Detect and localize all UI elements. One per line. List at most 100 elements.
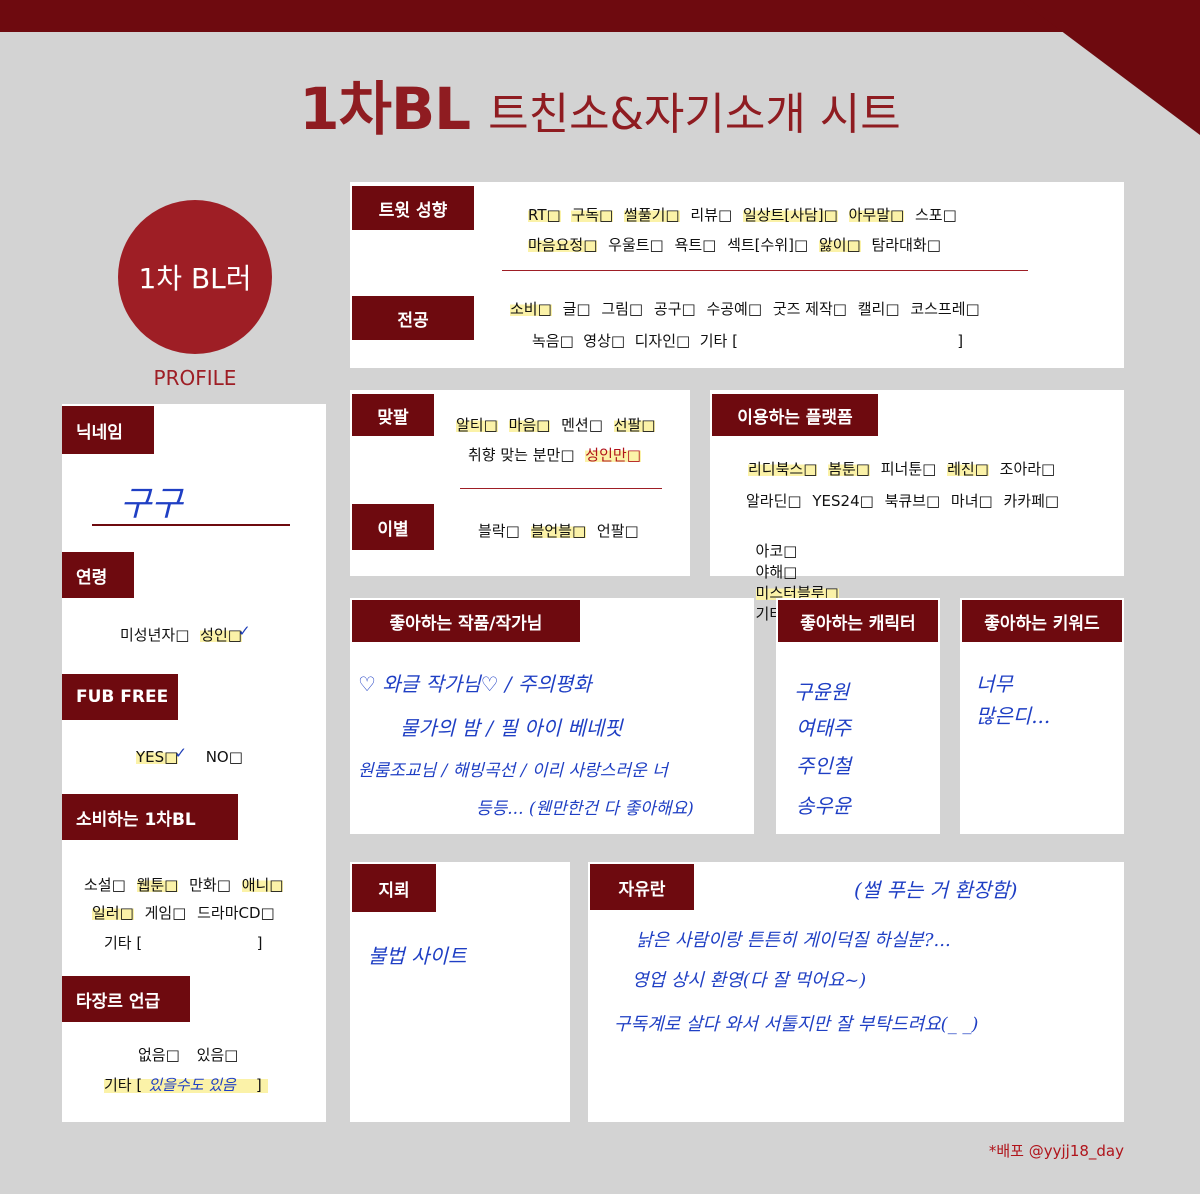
chars-line-4: 송우윤 xyxy=(796,794,852,818)
tweet-swear-option[interactable]: 욕트□ xyxy=(674,236,717,254)
chars-line-1: 구윤원 xyxy=(794,680,850,704)
major-cosplay-option[interactable]: 코스프레□ xyxy=(910,300,980,318)
platform-tag: 이용하는 플랫폼 xyxy=(712,394,878,436)
tweet-subscribe-option[interactable]: 구독□ xyxy=(571,206,614,224)
major-group-option[interactable]: 공구□ xyxy=(653,300,696,318)
major-craft-option[interactable]: 수공예□ xyxy=(706,300,763,318)
tweet-divider xyxy=(502,270,1028,271)
platform-aco-option[interactable]: 아코□ xyxy=(755,542,798,560)
age-adult-option[interactable]: 성인□ xyxy=(200,626,242,644)
tweet-rt-option[interactable]: RT□ xyxy=(528,206,561,224)
keyword-line-2: 많은디... xyxy=(976,704,1051,728)
other-genre-tag: 타장르 언급 xyxy=(62,976,190,1022)
tweet-sad-option[interactable]: 우울트□ xyxy=(608,236,664,254)
major-drawing-option[interactable]: 그림□ xyxy=(601,300,644,318)
profile-circle: 1차 BL러 xyxy=(118,200,272,354)
follow-mention-option[interactable]: 멘션□ xyxy=(561,416,603,434)
free-line-2: 낡은 사람이랑 튼튼히 게이덕질 하실분?... xyxy=(636,930,951,951)
farewell-block-option[interactable]: 블락□ xyxy=(478,522,520,540)
farewell-unfollow-option[interactable]: 언팔□ xyxy=(596,522,639,540)
platform-lezhin-option[interactable]: 레진□ xyxy=(947,460,989,478)
consume-dramacd-option[interactable]: 드라마CD□ xyxy=(197,904,275,922)
consume-game-option[interactable]: 게임□ xyxy=(144,904,187,922)
consume-line-2: 일러□ 게임□ 드라마CD□ xyxy=(92,902,281,923)
platform-yes24-option[interactable]: YES24□ xyxy=(812,492,874,510)
tweet-chat-option[interactable]: 탐라대화□ xyxy=(871,236,941,254)
chars-line-2: 여태주 xyxy=(796,716,852,740)
age-tag: 연령 xyxy=(62,552,134,598)
nickname-tag: 닉네임 xyxy=(62,406,154,454)
mine-line-1: 불법 사이트 xyxy=(368,944,467,968)
platform-bomtoon-option[interactable]: 봄툰□ xyxy=(828,460,870,478)
other-genre-etc: 기타 [있을수도 있음] xyxy=(104,1074,268,1095)
tweet-major-panel xyxy=(350,182,1124,368)
follow-rt-option[interactable]: 알티□ xyxy=(456,416,498,434)
tweet-spoiler-option[interactable]: 스포□ xyxy=(914,206,957,224)
tweet-story-option[interactable]: 썰풀기□ xyxy=(624,206,680,224)
tweet-line-1: RT□ 구독□ 썰풀기□ 리뷰□ 일상트[사담]□ 아무말□ 스포□ xyxy=(528,204,963,225)
mine-tag: 지뢰 xyxy=(352,864,436,912)
other-genre-some-option[interactable]: 있음□ xyxy=(196,1046,239,1064)
free-tag: 자유란 xyxy=(590,864,694,910)
nickname-underline xyxy=(92,524,290,526)
fub-tag: FUB FREE xyxy=(62,674,178,720)
platform-misterblue-option[interactable]: 미스터블루□ xyxy=(755,584,839,602)
farewell-softblock-option[interactable]: 블언블□ xyxy=(530,522,587,540)
consume-line-1: 소설□ 웹툰□ 만화□ 애니□ xyxy=(84,874,289,895)
check-icon: ✓ xyxy=(174,744,187,762)
platform-line-1: 리디북스□ 봄툰□ 피너툰□ 레진□ 조아라□ xyxy=(748,458,1061,479)
platform-ridi-option[interactable]: 리디북스□ xyxy=(748,460,818,478)
free-line-3: 영업 상시 환영(다 잘 먹어요~) xyxy=(632,970,867,991)
other-genre-none-option[interactable]: 없음□ xyxy=(138,1046,180,1064)
major-goods-option[interactable]: 굿즈 제작□ xyxy=(772,300,847,318)
consume-line-3: 기타 [ ] xyxy=(104,934,263,952)
tweet-line-2: 마음요정□ 우울트□ 욕트□ 섹트[수위]□ 앓이□ 탐라대화□ xyxy=(528,234,947,255)
tweet-random-option[interactable]: 아무말□ xyxy=(848,206,905,224)
consume-anime-option[interactable]: 애니□ xyxy=(241,876,284,894)
platform-bookcube-option[interactable]: 북큐브□ xyxy=(884,492,941,510)
farewell-options: 블락□ 블언블□ 언팔□ xyxy=(478,520,645,541)
platform-peanut-option[interactable]: 피너툰□ xyxy=(880,460,937,478)
credit-text: *배포 @yyjj18_day xyxy=(988,1142,1124,1160)
age-minor-option[interactable]: 미성년자□ xyxy=(120,626,190,644)
chars-tag: 좋아하는 캐릭터 xyxy=(778,600,938,642)
check-icon: ✓ xyxy=(237,622,251,640)
follow-first-option[interactable]: 선팔□ xyxy=(613,416,656,434)
keyword-tag: 좋아하는 키워드 xyxy=(962,600,1122,642)
follow-taste-option[interactable]: 취향 맞는 분만□ xyxy=(468,446,575,464)
tweet-nsfw-option[interactable]: 섹트[수위]□ xyxy=(727,236,809,254)
platform-kakao-option[interactable]: 카카페□ xyxy=(1003,492,1060,510)
tweet-fangirl-option[interactable]: 앓이□ xyxy=(818,236,861,254)
major-consume-option[interactable]: 소비□ xyxy=(510,300,552,318)
tweet-tag: 트윗 성향 xyxy=(352,186,474,230)
consume-illust-option[interactable]: 일러□ xyxy=(92,904,134,922)
top-wedge xyxy=(1020,0,1200,135)
platform-aladin-option[interactable]: 알라딘□ xyxy=(746,492,802,510)
platform-joara-option[interactable]: 조아라□ xyxy=(999,460,1056,478)
tweet-review-option[interactable]: 리뷰□ xyxy=(690,206,733,224)
tweet-daily-option[interactable]: 일상트[사담]□ xyxy=(742,206,838,224)
platform-manyeo-option[interactable]: 마녀□ xyxy=(950,492,993,510)
major-line-1: 소비□ 글□ 그림□ 공구□ 수공예□ 굿즈 제작□ 캘리□ 코스프레□ xyxy=(510,298,986,319)
tweet-heart-option[interactable]: 마음요정□ xyxy=(528,236,598,254)
consume-novel-option[interactable]: 소설□ xyxy=(84,876,126,894)
follow-heart-option[interactable]: 마음□ xyxy=(508,416,551,434)
free-line-1: (썰 푸는 거 환장함) xyxy=(854,878,1018,902)
fub-yes-option[interactable]: YES□ xyxy=(136,748,179,766)
consume-manhwa-option[interactable]: 만화□ xyxy=(189,876,231,894)
platform-yahae-option[interactable]: 야해□ xyxy=(755,563,798,581)
profile-label: PROFILE xyxy=(153,366,237,390)
major-calli-option[interactable]: 캘리□ xyxy=(857,300,900,318)
platform-line-2: 알라딘□ YES24□ 북큐브□ 마녀□ 카카페□ xyxy=(746,490,1065,511)
follow-adult-option[interactable]: 성인만□ xyxy=(585,446,641,464)
consume-webtoon-option[interactable]: 웹툰□ xyxy=(136,876,179,894)
works-line-1: ♡ 와글 작가님♡ / 주의평화 xyxy=(358,672,592,696)
farewell-tag: 이별 xyxy=(352,504,434,550)
top-bar xyxy=(0,0,1200,32)
fub-no-option[interactable]: NO□ xyxy=(205,748,243,766)
age-options: 미성년자□ 성인□✓ xyxy=(120,622,257,645)
major-writing-option[interactable]: 글□ xyxy=(562,300,591,318)
major-line-2: 녹음□ 영상□ 디자인□ 기타 [ ] xyxy=(532,332,964,350)
nickname-value: 구구 xyxy=(120,484,183,524)
